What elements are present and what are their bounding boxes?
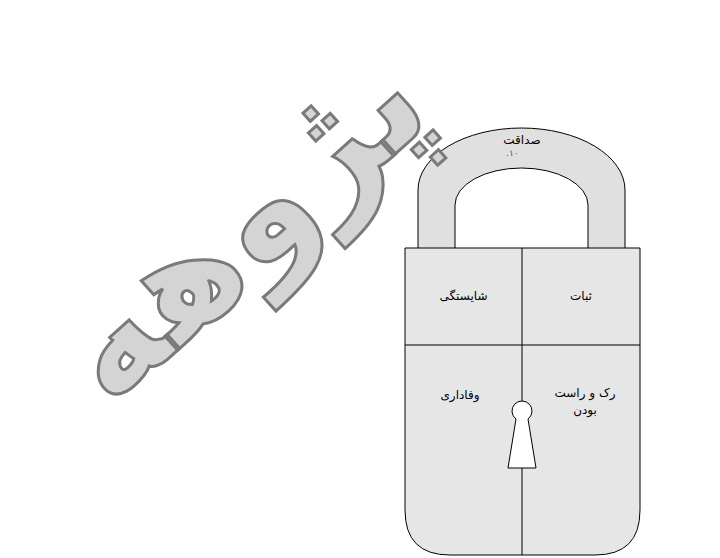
lock-shackle xyxy=(418,128,625,250)
lock-quadrant: رک و راست بودن xyxy=(530,352,640,452)
shackle-label-area: صداقت xyxy=(448,128,596,152)
node-text: وفاداری xyxy=(440,387,479,404)
figure-number: ۱۰. xyxy=(506,148,519,158)
lock-quadrant: ثبات xyxy=(522,248,640,345)
keyhole xyxy=(508,401,536,468)
node-text: ثبات xyxy=(570,288,592,305)
watermark: پژوهه xyxy=(26,23,452,427)
node-text: شایستگی xyxy=(439,288,487,305)
node-text: رک و راست بودن xyxy=(549,385,621,419)
node-text: صداقت xyxy=(503,132,540,149)
lock-quadrant: وفاداری xyxy=(405,345,515,445)
lock-divider xyxy=(405,248,640,555)
lock-quadrant: شایستگی xyxy=(405,248,522,345)
lock-body xyxy=(405,248,640,555)
